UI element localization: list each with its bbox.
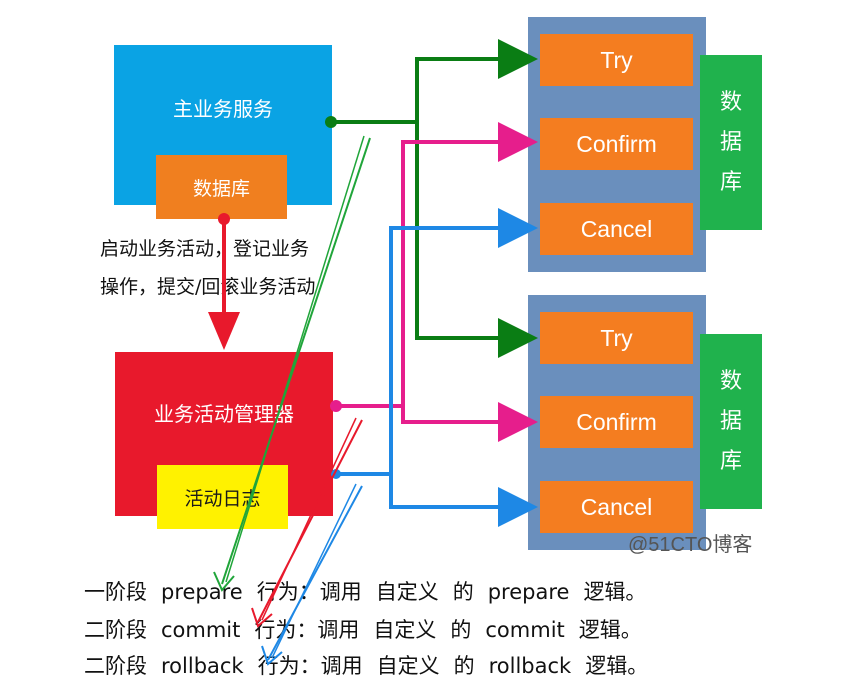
main-service-label: 主业务服务: [173, 97, 273, 121]
db-char: 据: [719, 129, 742, 155]
db-char: 据: [719, 408, 742, 434]
cancel-box: Cancel: [540, 481, 693, 533]
phase-of: 的: [450, 618, 472, 642]
phase-behavior: 行为：调用: [254, 618, 360, 642]
phase-of: 的: [452, 580, 474, 604]
phase-custom: 自定义: [373, 618, 437, 642]
magenta-connector: [330, 122, 538, 442]
phase-arrow-red: [251, 417, 363, 628]
service-group-1: Try Confirm Cancel: [528, 17, 706, 272]
phase-stage: 一阶段: [84, 580, 147, 604]
phase-stage: 二阶段: [84, 618, 147, 642]
phase-keyword2: prepare: [487, 580, 570, 604]
phase-keyword: commit: [161, 618, 241, 642]
phase-custom: 自定义: [375, 580, 439, 604]
watermark: @51CTO博客: [628, 534, 753, 556]
red-connector: [208, 213, 240, 350]
note-line-1: 启动业务活动，登记业务: [100, 238, 310, 260]
main-service-database-label: 数据库: [192, 177, 250, 200]
phase-end: 逻辑。: [585, 654, 649, 678]
phase-keyword2: rollback: [488, 654, 572, 678]
confirm-box: Confirm: [540, 118, 693, 170]
note-line-2: 操作，提交/回滚业务活动: [100, 276, 316, 298]
green-connector: [325, 39, 538, 358]
activity-manager-label: 业务活动管理器: [154, 402, 294, 426]
phase-end: 逻辑。: [583, 580, 647, 604]
activity-log-label: 活动日志: [184, 487, 261, 510]
db-char: 数: [719, 368, 742, 394]
activity-log-box: 活动日志: [157, 465, 288, 529]
service-group-1-database: 数 据 库: [700, 55, 762, 230]
try-box: Try: [540, 34, 693, 86]
service-group-2: Try Confirm Cancel: [528, 295, 706, 550]
db-char: 库: [719, 448, 742, 474]
phase-end: 逻辑。: [578, 618, 642, 642]
service-group-2-database: 数 据 库: [700, 334, 762, 509]
blue-connector: [331, 208, 538, 527]
phase-stage: 二阶段: [84, 654, 147, 678]
phase-keyword2: commit: [485, 618, 565, 642]
phase-arrow-blue: [261, 483, 363, 666]
db-char: 库: [719, 169, 742, 195]
phase-custom: 自定义: [376, 654, 440, 678]
db-char: 数: [719, 89, 742, 115]
try-box: Try: [540, 312, 693, 364]
phase-line-commit: 二阶段 commit 行为：调用自定义的 commit 逻辑。: [84, 614, 642, 644]
phase-arrow-green: [213, 135, 371, 592]
phase-of: 的: [453, 654, 475, 678]
confirm-box: Confirm: [540, 396, 693, 448]
cancel-box: Cancel: [540, 203, 693, 255]
main-service-database: 数据库: [156, 155, 287, 219]
phase-keyword: prepare: [161, 580, 243, 604]
phase-keyword: rollback: [161, 654, 244, 678]
